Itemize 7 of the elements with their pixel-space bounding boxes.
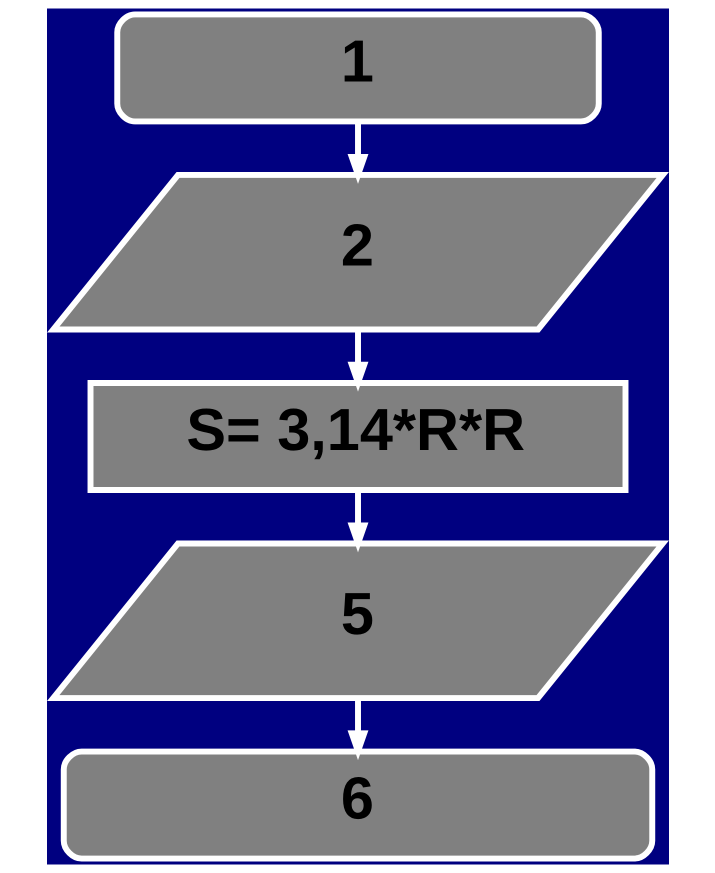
arrow xyxy=(347,122,368,184)
node-box: 6 xyxy=(60,748,655,862)
arrow xyxy=(347,698,368,760)
arrow xyxy=(347,330,368,392)
arrow xyxy=(347,490,368,552)
node-box: 1 xyxy=(114,11,602,124)
node-box: S= 3,14*R*R xyxy=(87,380,628,493)
